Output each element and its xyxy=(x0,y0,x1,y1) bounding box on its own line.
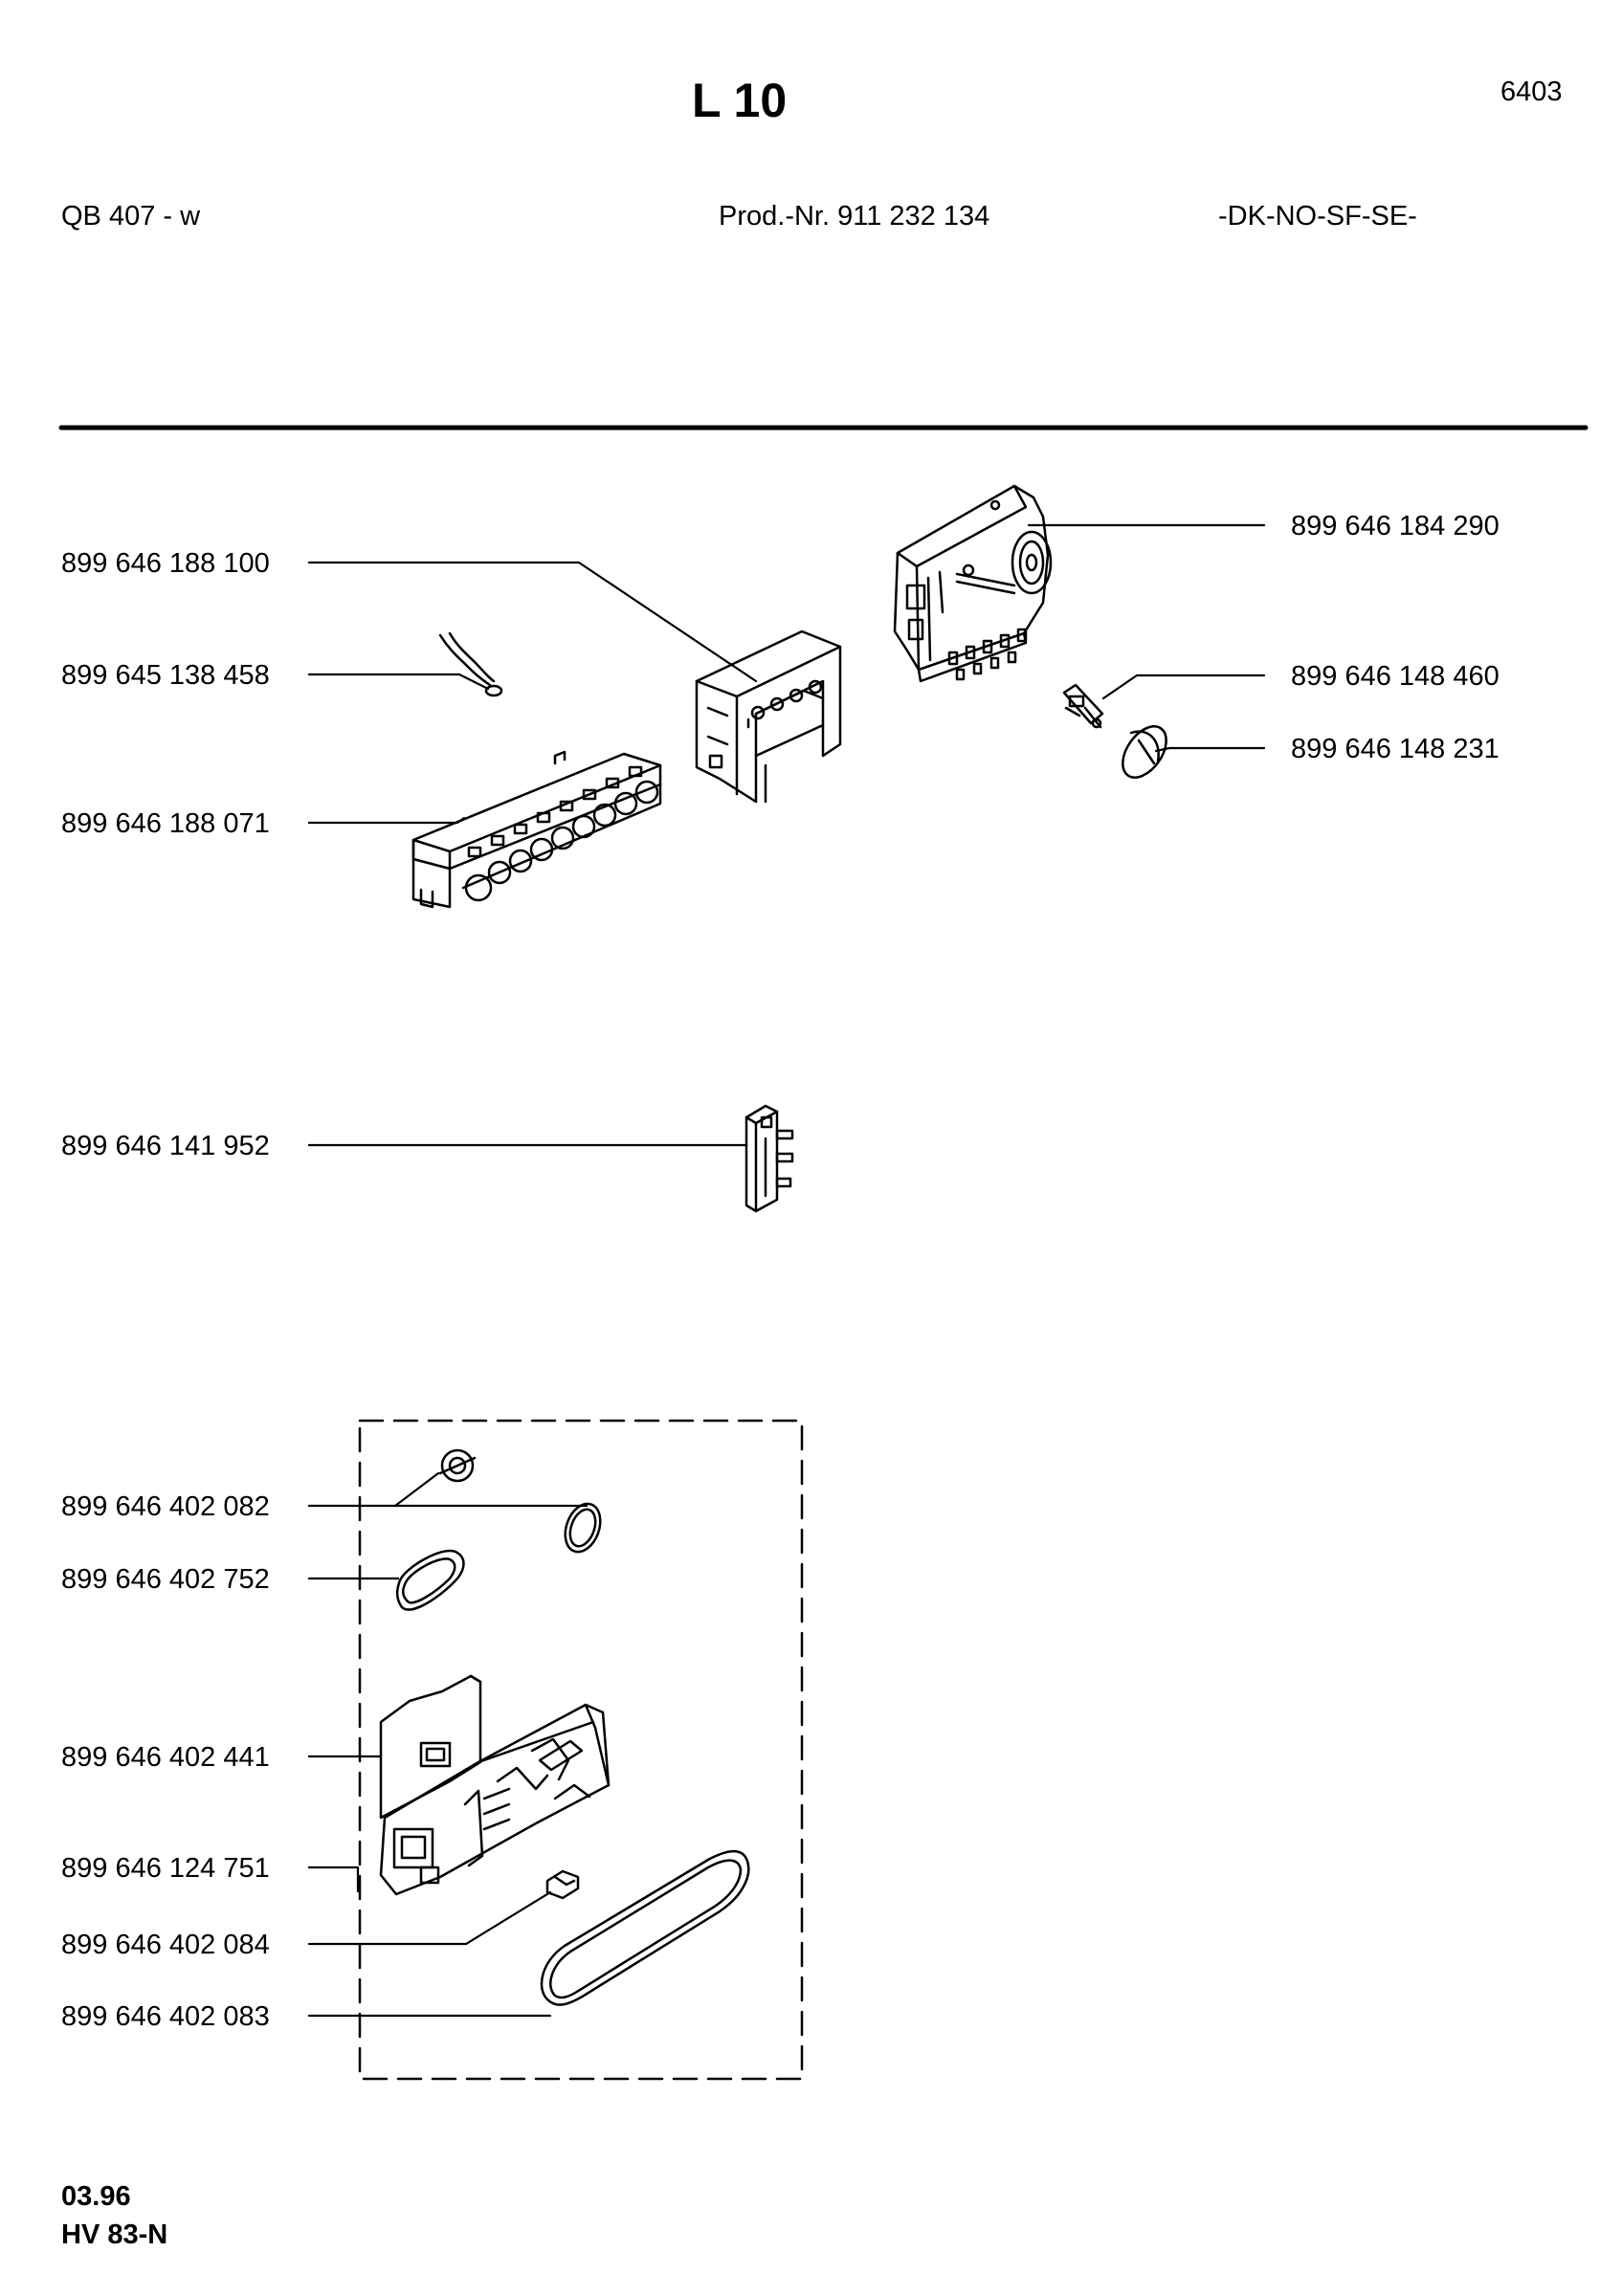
part-number-dispenser-cover: 899 646 402 441 xyxy=(61,1742,270,1773)
switch-tabs xyxy=(467,765,643,858)
knob-drawing xyxy=(1122,725,1167,779)
page-title: L 10 xyxy=(692,74,788,127)
country-codes: -DK-NO-SF-SE- xyxy=(1218,201,1417,232)
dispenser-kit-frame xyxy=(358,1419,804,2081)
part-number-lamp-cable: 899 645 138 458 xyxy=(61,660,270,691)
lamp-cable-drawing xyxy=(438,631,503,697)
part-number-dispenser-gasket: 899 646 402 752 xyxy=(61,1564,270,1595)
part-number-knob: 899 646 148 231 xyxy=(1291,734,1500,764)
timer-terminals xyxy=(947,628,1028,681)
footer-date: 03.96 xyxy=(61,2181,131,2212)
switch-buttons xyxy=(464,780,659,902)
leader-lines xyxy=(307,523,1266,2018)
switch-bank-drawing xyxy=(411,750,662,909)
control-housing-drawing xyxy=(695,629,842,804)
footer-code: HV 83-N xyxy=(61,2219,168,2250)
dispenser-seal-drawing xyxy=(540,1849,750,2006)
product-number: Prod.-Nr. 911 232 134 xyxy=(719,201,990,232)
part-number-switch-bank: 899 646 188 071 xyxy=(61,808,270,839)
part-number-knob-spindle: 899 646 148 460 xyxy=(1291,661,1500,692)
timer-module-drawing xyxy=(893,484,1053,683)
door-switch-drawing xyxy=(744,1104,794,1213)
dispenser-latch-drawing xyxy=(545,1869,580,1900)
dispenser-cap-drawing xyxy=(438,1448,477,1483)
dispenser-gasket-drawing xyxy=(396,1549,465,1611)
part-number-control-housing: 899 646 188 100 xyxy=(61,548,270,579)
part-number-dispenser-latch: 899 646 402 084 xyxy=(61,1930,270,1960)
sheet-number: 6403 xyxy=(1500,77,1563,107)
part-number-timer-module: 899 646 184 290 xyxy=(1291,511,1500,541)
part-number-dispenser-assembly: 899 646 124 751 xyxy=(61,1853,270,1884)
part-number-dispenser-cap-seal: 899 646 402 082 xyxy=(61,1491,270,1522)
knob-spindle-drawing xyxy=(1062,683,1104,729)
part-number-dispenser-seal: 899 646 402 083 xyxy=(61,2001,270,2032)
dispenser-oring-drawing xyxy=(564,1502,602,1554)
model-label: QB 407 - w xyxy=(61,201,201,232)
part-number-door-switch: 899 646 141 952 xyxy=(61,1131,270,1161)
dispenser-cover-drawing xyxy=(379,1674,611,1896)
